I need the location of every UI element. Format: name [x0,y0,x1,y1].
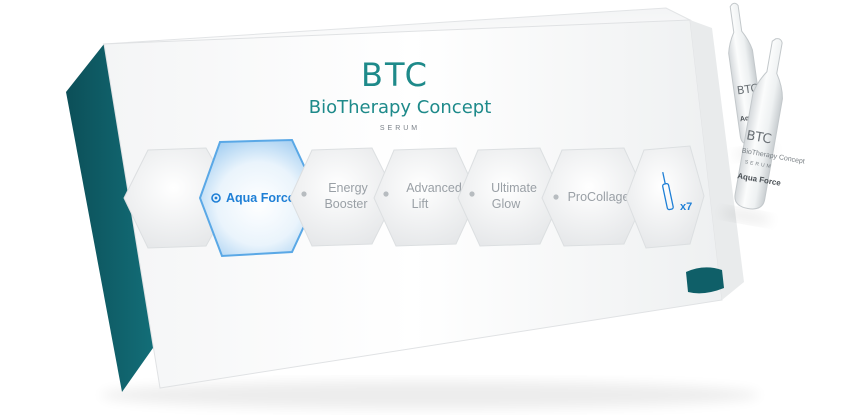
module-dot [553,194,559,200]
module-dot [301,191,307,197]
module-hex-energy-booster: Energy Booster [289,147,397,247]
module-hex-empty [123,147,235,249]
box-shadow [100,381,760,409]
brand-name: BioTherapy Concept [309,97,492,118]
module-label-line2: Glow [492,197,521,211]
module-hex-aqua-force: Aqua Force [198,138,320,258]
module-hex-advanced-lift: Advanced Lift [373,147,479,247]
product-type: SERUM [380,125,420,132]
module-label-line1: Ultimate [491,181,537,195]
ampoule-count: x7 [680,201,692,213]
box-side-teal [66,44,160,392]
box-tab [686,267,724,294]
module-dot [383,191,389,197]
ampoule-front: BTC BioTherapy Concept SERUM Aqua Force [720,38,805,224]
check-circle-icon [211,193,221,203]
module-hex-ampoules: x7 [625,145,705,249]
module-label-line1: Advanced [406,181,462,195]
module-dot [469,191,475,197]
module-label-line1: Energy [328,181,368,195]
module-row: Aqua Force Energy Booster Advanced Lift … [123,138,705,258]
check-circle-dot [214,196,218,200]
box-side-right [690,20,744,300]
module-hex-ultimate-glow: Ultimate Glow [457,147,563,247]
module-hex-procollagen: ProCollagen [541,147,647,247]
brand-logo: BTC [361,56,429,94]
module-label-line2: Booster [324,197,367,211]
module-label-procollagen: ProCollagen [568,190,637,204]
module-label-line2: Lift [412,197,429,211]
module-label-aqua-force: Aqua Force [226,191,295,205]
ampoule-brand: BTC [745,128,772,147]
ampoule-icon [662,171,674,211]
ampoule-product-type: SERUM [744,159,773,170]
